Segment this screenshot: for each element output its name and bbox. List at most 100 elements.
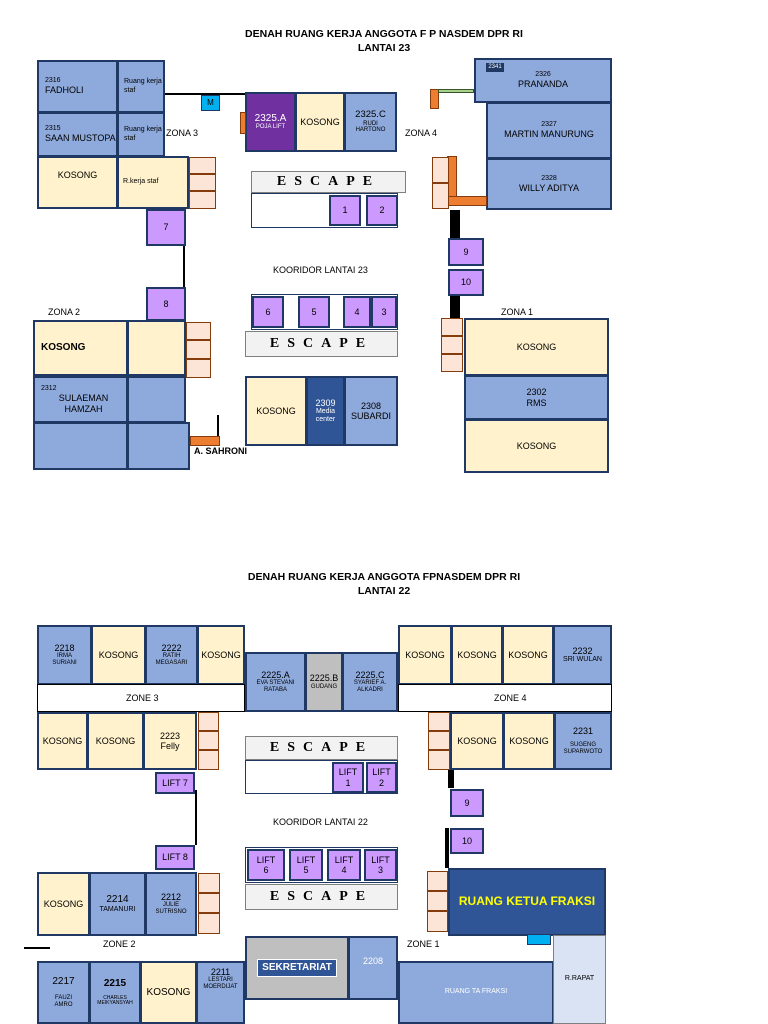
room-label: KOSONG bbox=[516, 341, 557, 352]
room-number: 2316 bbox=[45, 77, 61, 85]
room-2225b[interactable]: 2225.B GUDANG bbox=[305, 652, 343, 712]
stall bbox=[441, 318, 463, 336]
room-2208[interactable]: 2208 bbox=[348, 936, 398, 1000]
lift-label: LIFT 6 bbox=[256, 854, 276, 875]
lift-2[interactable]: LIFT 2 bbox=[366, 762, 397, 793]
room-kosong[interactable]: KOSONG bbox=[197, 625, 245, 685]
stall bbox=[441, 336, 463, 354]
room-kosong[interactable]: KOSONG bbox=[450, 712, 504, 770]
room-ketua-fraksi[interactable]: RUANG KETUA FRAKSI bbox=[448, 868, 606, 936]
room-number: 2225.A bbox=[261, 669, 290, 680]
floor-22-title-line2: LANTAI 22 bbox=[357, 585, 411, 598]
room-number: 2214 bbox=[106, 894, 129, 906]
lift-8[interactable]: 8 bbox=[146, 287, 186, 321]
room-rapat[interactable]: R.RAPAT bbox=[553, 935, 606, 1024]
room-occupant: SAAN MUSTOPA bbox=[45, 133, 116, 144]
room-kosong-east-2[interactable]: KOSONG bbox=[464, 419, 609, 473]
lift-7[interactable]: LIFT 7 bbox=[155, 772, 195, 794]
lift-4[interactable]: 4 bbox=[343, 296, 371, 328]
room-kosong[interactable]: KOSONG bbox=[91, 625, 146, 685]
room-kosong[interactable]: KOSONG bbox=[451, 625, 503, 685]
room-kosong[interactable]: KOSONG bbox=[37, 872, 90, 936]
room-kosong-center[interactable]: KOSONG bbox=[295, 92, 345, 152]
lift-2[interactable]: 2 bbox=[366, 195, 398, 226]
room-kosong-west[interactable]: KOSONG bbox=[33, 320, 128, 376]
room-label: KOSONG bbox=[457, 735, 497, 746]
room-occupant: JULIE SUTRISNO bbox=[155, 902, 187, 916]
wall-line bbox=[450, 295, 460, 320]
room-2302[interactable]: 2302 RMS bbox=[464, 375, 609, 420]
room-2225c[interactable]: 2225.C SYARIEF A. ALKADRI bbox=[342, 652, 398, 712]
room-r-kerja-staf[interactable]: R.kerja staf bbox=[117, 156, 189, 209]
room-occupant: FADHOLI bbox=[45, 85, 84, 96]
lift-6[interactable]: 6 bbox=[252, 296, 284, 328]
lift-1[interactable]: LIFT 1 bbox=[332, 762, 364, 793]
floor-23-title-line1: DENAH RUANG KERJA ANGGOTA F P NASDEM DPR… bbox=[245, 28, 523, 40]
lift-3[interactable]: LIFT 3 bbox=[364, 849, 397, 881]
lift-3[interactable]: 3 bbox=[371, 296, 397, 328]
room-2308[interactable]: 2308 SUBARDI bbox=[344, 376, 398, 446]
room-number: 2223 bbox=[159, 730, 181, 741]
room-number: 2232 bbox=[572, 645, 593, 656]
room-2327[interactable]: 2327 MARTIN MANURUNG bbox=[486, 102, 612, 159]
marker-label: M bbox=[207, 98, 214, 108]
room-2316[interactable]: 2316 FADHOLI bbox=[37, 60, 118, 113]
lift-10[interactable]: 10 bbox=[450, 828, 484, 854]
room-2231[interactable]: 2231 SUGENG SUPARWOTO bbox=[554, 712, 612, 770]
lift-9[interactable]: 9 bbox=[448, 238, 484, 266]
room-sekretariat[interactable]: SEKRETARIAT bbox=[245, 936, 349, 1000]
room-2328[interactable]: 2328 WILLY ADITYA bbox=[486, 158, 612, 210]
room-ta-fraksi[interactable]: RUANG TA FRAKSI bbox=[398, 961, 554, 1024]
room-kosong[interactable]: KOSONG bbox=[503, 712, 555, 770]
room-kosong[interactable]: KOSONG bbox=[87, 712, 144, 770]
room-2232[interactable]: 2232 SRI WULAN bbox=[553, 625, 612, 685]
room-kosong[interactable]: KOSONG bbox=[37, 712, 88, 770]
room-staff-b[interactable]: Ruang kerja staf bbox=[117, 112, 165, 157]
room-label: KOSONG bbox=[57, 170, 98, 180]
room-occupant: RATIH MEGASARI bbox=[155, 653, 188, 667]
lift-1[interactable]: 1 bbox=[329, 195, 361, 226]
room-2312[interactable]: 2312 SULAEMAN HAMZAH bbox=[33, 376, 128, 423]
room-occupant: SUGENG SUPARWOTO bbox=[563, 742, 603, 756]
room-2214[interactable]: 2214 TAMANURI bbox=[89, 872, 146, 936]
lift-5[interactable]: 5 bbox=[298, 296, 330, 328]
room-occupant: SYARIEF A. ALKADRI bbox=[353, 680, 387, 694]
lift-label: LIFT 3 bbox=[371, 854, 390, 875]
room-2315[interactable]: 2315 SAAN MUSTOPA bbox=[37, 112, 118, 157]
lift-4[interactable]: LIFT 4 bbox=[327, 849, 361, 881]
room-2217[interactable]: 2217 FAUZI AMRO bbox=[37, 961, 90, 1024]
room-2215[interactable]: 2215 CHARLES MEIKYANSYAH bbox=[89, 961, 141, 1024]
wall-line bbox=[183, 245, 185, 290]
room-2325c[interactable]: 2325.C RUDI HARTONO bbox=[344, 92, 397, 152]
zone-label: ZONE 2 bbox=[103, 939, 136, 949]
room-staff-a[interactable]: Ruang kerja staf bbox=[117, 60, 165, 113]
room-2212[interactable]: 2212 JULIE SUTRISNO bbox=[145, 872, 197, 936]
lift-5[interactable]: LIFT 5 bbox=[289, 849, 323, 881]
room-2309[interactable]: 2309 Media center bbox=[306, 376, 345, 446]
room-2225a[interactable]: 2225.A EVA STEVANI RATABA bbox=[245, 652, 306, 712]
room-kosong[interactable]: KOSONG bbox=[502, 625, 554, 685]
room-number: 2211 bbox=[210, 967, 231, 977]
room-kosong-center-b[interactable]: KOSONG bbox=[245, 376, 307, 446]
room-2222[interactable]: 2222 RATIH MEGASARI bbox=[145, 625, 198, 685]
lift-10[interactable]: 10 bbox=[448, 269, 484, 296]
room-2211[interactable]: 2211 LESTARI MOERDIJAT bbox=[196, 961, 245, 1024]
lift-7[interactable]: 7 bbox=[146, 209, 186, 246]
lift-8[interactable]: LIFT 8 bbox=[155, 845, 195, 870]
room-kosong-nw[interactable]: KOSONG bbox=[37, 156, 118, 209]
stall bbox=[198, 750, 219, 770]
lift-6[interactable]: LIFT 6 bbox=[247, 849, 285, 881]
room-2325a[interactable]: 2325.A POJA LIFT bbox=[245, 92, 296, 152]
room-2223[interactable]: 2223 Felly bbox=[143, 712, 197, 770]
room-kosong[interactable]: KOSONG bbox=[140, 961, 197, 1024]
room-kosong-east-1[interactable]: KOSONG bbox=[464, 318, 609, 376]
lift-9[interactable]: 9 bbox=[450, 789, 484, 817]
stall bbox=[428, 731, 450, 750]
zone-label: ZONA 3 bbox=[166, 128, 199, 138]
room-2218[interactable]: 2218 IRMA SURIANI bbox=[37, 625, 92, 685]
stall bbox=[198, 873, 220, 893]
escape-sign: ESCAPE bbox=[245, 736, 398, 760]
room-kosong[interactable]: KOSONG bbox=[398, 625, 452, 685]
room-occupant: POJA LIFT bbox=[255, 124, 286, 131]
room-occupant: Media center bbox=[315, 408, 336, 424]
